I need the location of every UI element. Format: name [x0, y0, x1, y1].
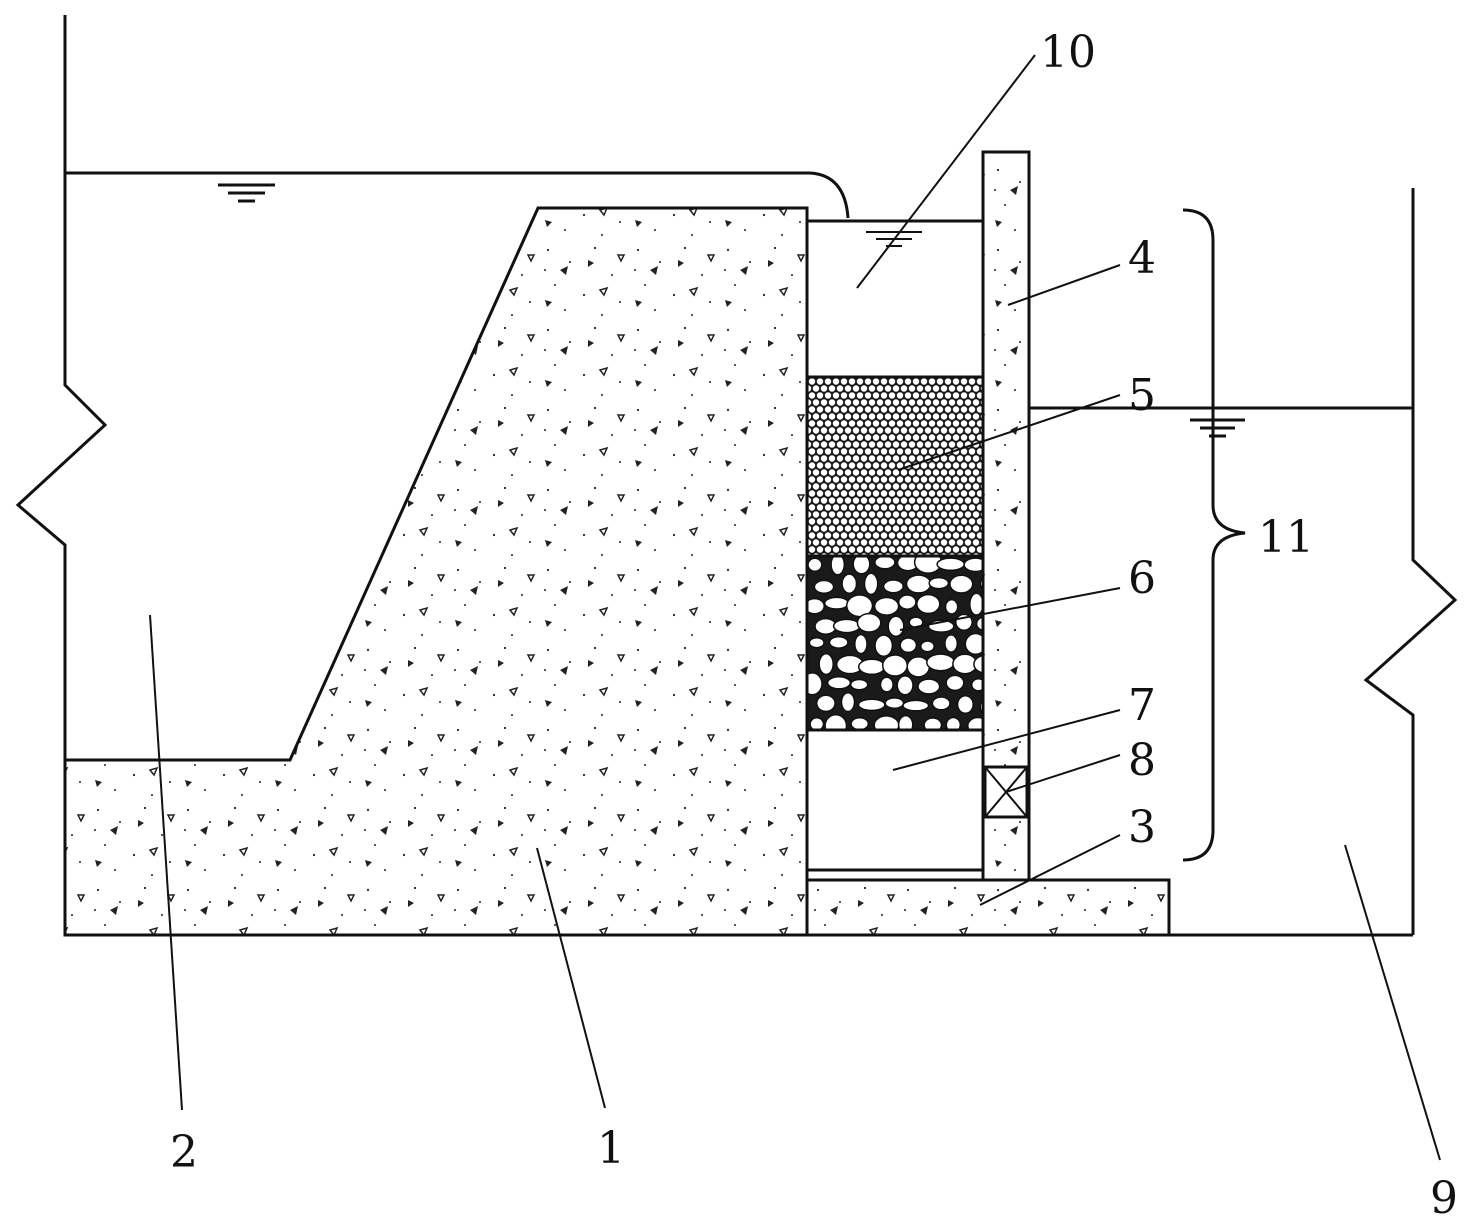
label-upstream-reservoir: 2 [170, 1127, 198, 1178]
label-fine-filter-layer: 5 [1128, 370, 1156, 421]
gravel-stone [830, 556, 846, 576]
vertical-wall [981, 150, 1031, 882]
gravel-stone [879, 676, 894, 693]
label-base-slab: 3 [1128, 802, 1156, 853]
gravel-stone [824, 714, 848, 730]
gravel-stone [944, 634, 959, 653]
gravel-stone [897, 594, 917, 610]
gravel-stone [873, 715, 900, 730]
gravel-layer [805, 554, 985, 732]
gravel-stone [807, 597, 825, 615]
gravel-stone [949, 574, 974, 594]
gravel-stone [863, 572, 879, 596]
gravel-stone [936, 557, 966, 572]
gravel-stone [920, 640, 935, 653]
label-valve: 8 [1128, 735, 1156, 786]
gravel-stone [857, 698, 886, 712]
gravel-stone [849, 678, 869, 691]
gravel-stone [856, 612, 882, 633]
bottom-chamber [805, 728, 985, 872]
gravel-stone [906, 656, 931, 678]
label-downstream-water: 9 [1430, 1173, 1458, 1224]
gravel-stone [917, 678, 941, 695]
gravel-stone [905, 574, 932, 594]
gravel-stone [945, 716, 962, 730]
label-vertical-wall: 4 [1128, 233, 1156, 284]
gravel-stone [963, 557, 983, 573]
gravel-stone [956, 694, 974, 715]
dam-body [63, 206, 809, 937]
gravel-stone [945, 674, 965, 692]
label-top-water-chamber: 10 [1040, 27, 1096, 78]
gravel-stone [823, 596, 850, 610]
gravel-stone [926, 653, 956, 672]
leader-lines [149, 54, 1441, 1161]
gravel-stone [975, 616, 983, 632]
gravel-stone [967, 716, 983, 730]
gravel-stone [854, 633, 868, 655]
gravel-stone [969, 592, 983, 616]
gravel-stone [964, 632, 983, 656]
gravel-stone [828, 635, 849, 649]
label-filter-unit: 11 [1258, 512, 1314, 563]
top-water-chamber [805, 219, 985, 379]
label-bottom-chamber: 7 [1128, 680, 1156, 731]
downstream-boundary-line [1363, 188, 1458, 935]
gravel-stone [881, 654, 909, 677]
gravel-stone [899, 637, 918, 654]
gravel-stone [818, 652, 834, 676]
gravel-stone [897, 714, 914, 730]
gravel-stone [813, 579, 835, 595]
fine-filter-layer [805, 375, 985, 558]
gravel-stone [874, 556, 896, 570]
gravel-stone [902, 699, 930, 712]
gravel-stone [815, 694, 836, 713]
gravel-stone [928, 576, 950, 590]
gravel-stone [809, 717, 825, 730]
gravel-stone [840, 691, 856, 713]
upstream-boundary-line [15, 15, 108, 935]
label-dam-body: 1 [597, 1123, 625, 1174]
gravel-stone [944, 598, 959, 615]
gravel-stone [887, 615, 905, 638]
gravel-stone [808, 636, 825, 649]
downstream-water-level-icon [1190, 418, 1245, 438]
gravel-stone [832, 618, 861, 634]
gravel-stone [874, 634, 894, 658]
upstream-water-level-icon [218, 183, 275, 203]
gravel-stone [807, 672, 823, 696]
gravel-stone [970, 678, 983, 692]
gravel-stone [807, 557, 823, 573]
base-slab [805, 878, 1171, 937]
gravel-stone [896, 675, 914, 696]
gravel-stone [916, 593, 941, 615]
gravel-stone [923, 717, 943, 730]
gravel-stone [973, 654, 983, 674]
filter-unit-brace [1182, 208, 1246, 862]
gravel-stone [852, 556, 871, 575]
gravel-stone [931, 696, 951, 711]
gravel-stone [882, 579, 904, 594]
gravel-stone [857, 658, 886, 676]
gravel-stone [826, 676, 852, 690]
gravel-stone [841, 573, 858, 595]
gravel-stone [850, 717, 870, 730]
label-gravel-layer: 6 [1128, 553, 1156, 604]
upstream-water-surface [65, 171, 850, 219]
gravel-stone [884, 697, 905, 710]
gravel-stone [873, 596, 900, 616]
